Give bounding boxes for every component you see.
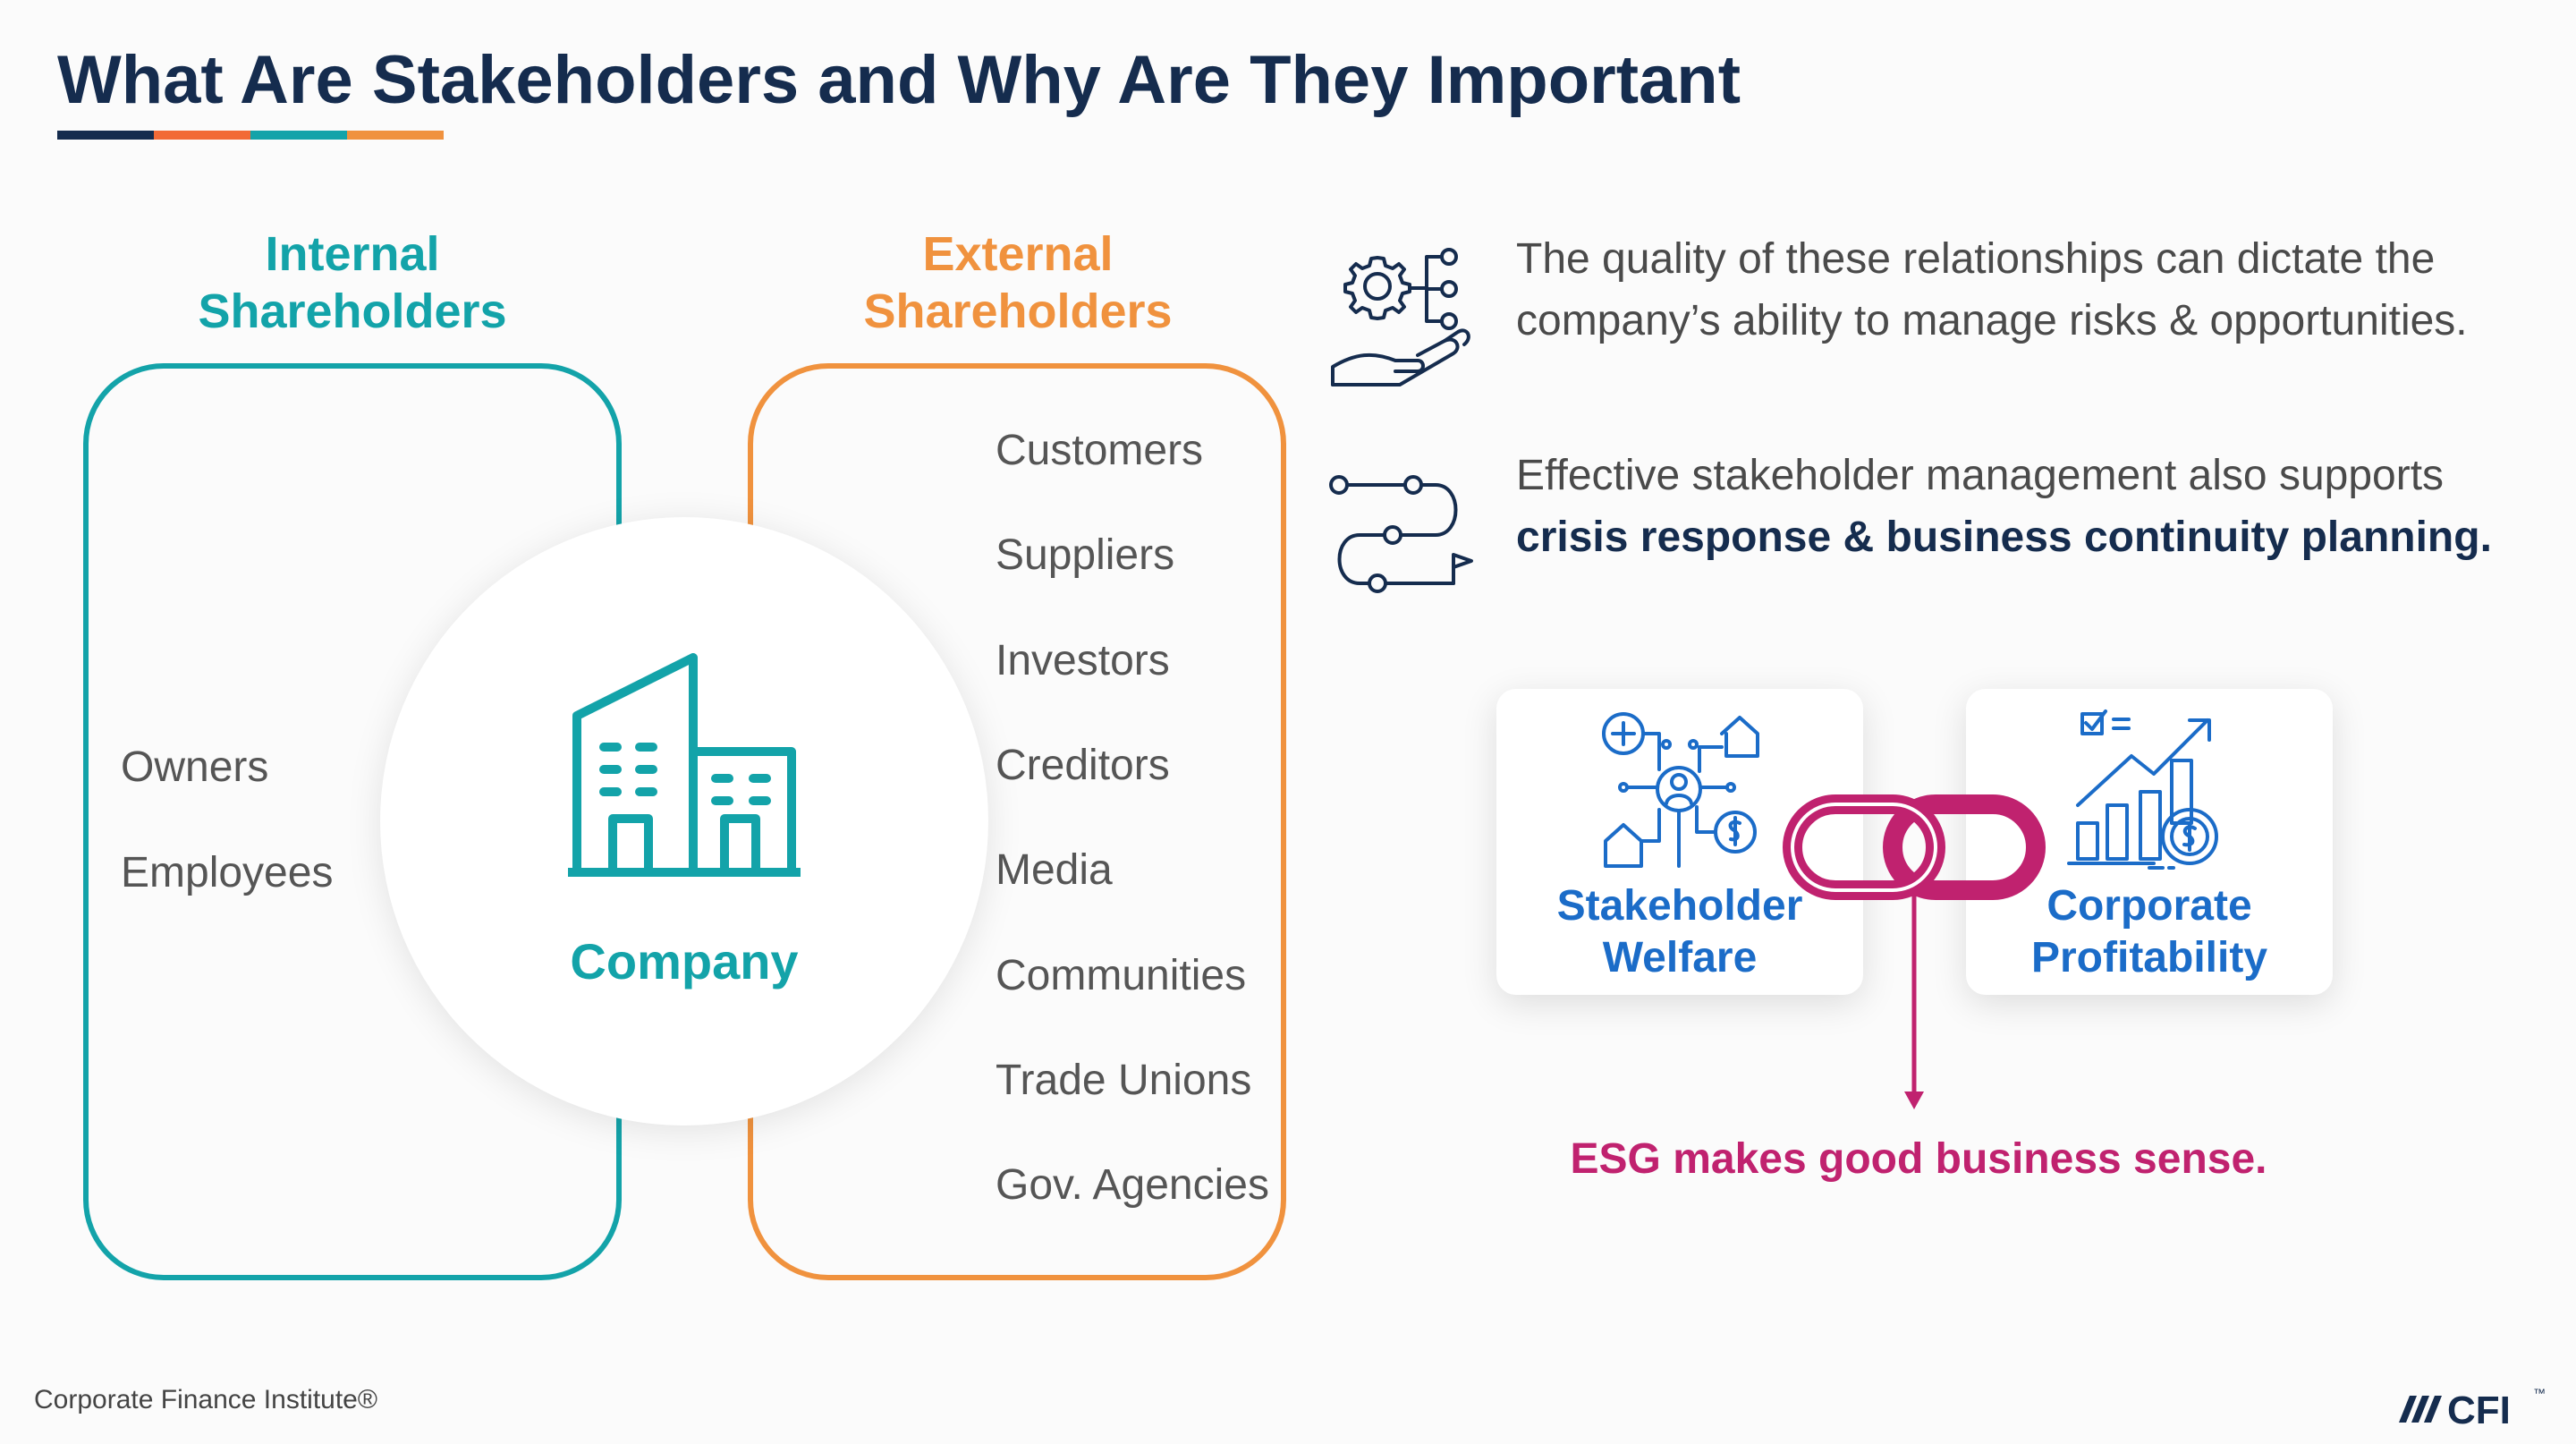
profit-label-line2: Profitability [2030, 934, 2268, 981]
internal-item: Owners [121, 743, 269, 791]
corporate-profitability-label: Corporate Profitability [1966, 880, 2333, 984]
external-heading-line2: Shareholders [863, 285, 1173, 338]
internal-heading-line1: Internal [265, 227, 440, 281]
external-item: Creditors [996, 742, 1170, 789]
page-title: What Are Stakeholders and Why Are They I… [57, 42, 1741, 118]
crisis-response-plain: Effective stakeholder management also su… [1516, 452, 2445, 499]
underline-segment-red [154, 131, 250, 140]
company-label: Company [570, 933, 799, 990]
underline-segment-navy [57, 131, 154, 140]
crisis-response-bold: crisis response & business continuity pl… [1516, 514, 2492, 561]
stakeholder-welfare-label: Stakeholder Welfare [1496, 880, 1863, 984]
relationship-quality-text: The quality of these relationships can d… [1516, 235, 2468, 344]
growth-chart-icon [2067, 709, 2218, 870]
esg-conclusion: ESG makes good business sense. [1570, 1135, 2267, 1183]
external-heading: External Shareholders [750, 225, 1286, 340]
external-item: Gov. Agencies [996, 1161, 1269, 1209]
external-item: Communities [996, 952, 1247, 999]
welfare-label-line1: Stakeholder [1556, 882, 1803, 930]
network-icon [1602, 712, 1759, 868]
route-icon [1329, 475, 1473, 593]
internal-heading-line2: Shareholders [198, 285, 507, 338]
internal-item: Employees [121, 849, 334, 896]
chain-link-icon [1783, 794, 2046, 900]
external-item: Investors [996, 637, 1170, 684]
external-item: Suppliers [996, 531, 1175, 579]
esg-arrow [1904, 895, 1924, 1109]
cfi-logo: CFI ™ [2399, 1386, 2546, 1431]
underline-segment-orange [347, 131, 444, 140]
underline-segment-teal [250, 131, 347, 140]
building-icon [568, 653, 801, 877]
profit-label-line1: Corporate [2046, 882, 2252, 930]
gear-hand-icon [1331, 248, 1470, 386]
footer-copyright: Corporate Finance Institute® [34, 1385, 377, 1414]
company-circle [380, 517, 988, 1125]
external-item: Trade Unions [996, 1057, 1252, 1104]
title-underline [57, 131, 444, 140]
welfare-label-line2: Welfare [1602, 934, 1758, 981]
external-heading-line1: External [922, 227, 1114, 281]
external-item: Media [996, 846, 1113, 894]
crisis-response-text: Effective stakeholder management also su… [1516, 445, 2500, 568]
internal-heading: Internal Shareholders [84, 225, 621, 340]
cfi-logo-text: CFI [2447, 1389, 2511, 1431]
external-item: Customers [996, 427, 1204, 474]
cfi-logo-tm: ™ [2533, 1386, 2546, 1400]
